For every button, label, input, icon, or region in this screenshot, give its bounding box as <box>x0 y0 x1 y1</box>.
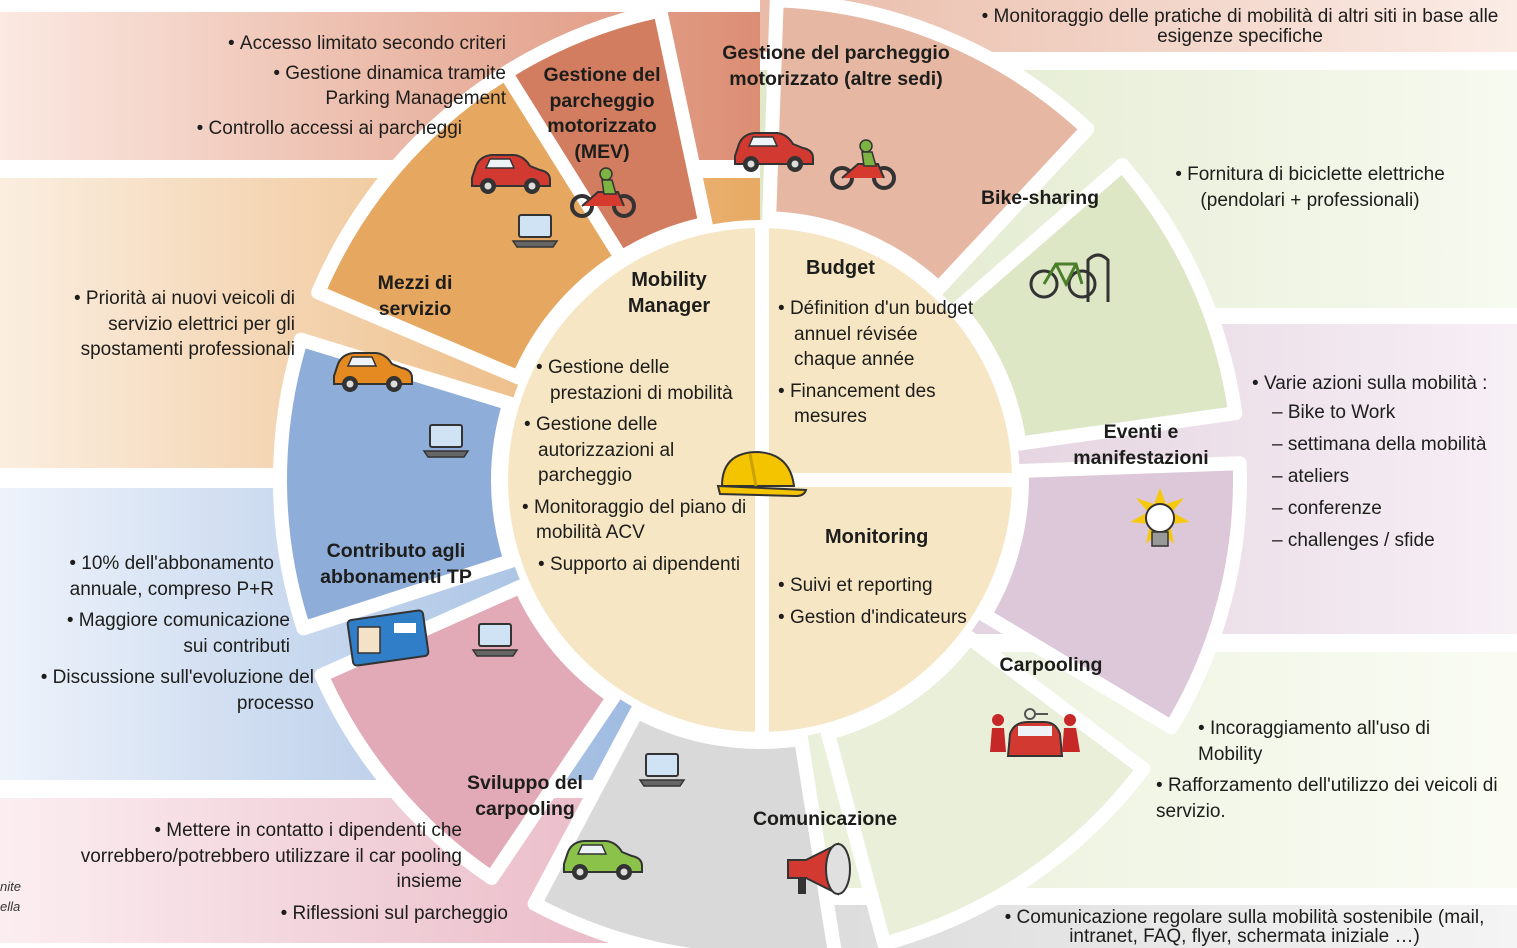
wheel-segment-events <box>977 456 1248 735</box>
notes-service-vehicles: Priorità ai nuovi veicoli di servizio el… <box>40 286 295 363</box>
segment-title-communication: Comunicazione <box>752 808 898 830</box>
electric-car-icon <box>333 352 413 392</box>
note-item: Gestione dinamica tramite Parking Manage… <box>90 61 506 112</box>
notes-parking-other: Monitoraggio delle pratiche di mobilità … <box>960 7 1517 47</box>
note-item: Mettere in contatto i dipendenti che vor… <box>60 818 508 895</box>
wheel-segment-carpooling <box>820 630 1151 948</box>
note-subitem: – conferenze <box>1272 497 1382 519</box>
note-item: Rafforzamento dell'utilizzo dei veicoli … <box>1156 773 1512 824</box>
note-subitem: – settimana della mobilità <box>1272 433 1487 455</box>
mobility-manager-item: Gestione delle prestazioni di mobilità <box>522 355 748 406</box>
note-item: Incoraggiamento all'uso di Mobility <box>1156 716 1458 767</box>
monitoring-items: Suivi et reporting Gestion d'indicateurs <box>778 573 978 630</box>
bicycle-icon <box>1029 253 1110 302</box>
laptop-icon <box>471 623 519 657</box>
monitoring-title: Monitoring <box>825 526 929 548</box>
note-item: Riflessioni sul parcheggio <box>60 901 508 927</box>
segment-title-service-vehicles: Mezzi di servizio <box>377 272 453 320</box>
segment-title-carpooling: Carpooling <box>999 654 1103 676</box>
note-subitem: – ateliers <box>1272 465 1350 487</box>
notes-carpooling: Incoraggiamento all'uso di Mobility Raff… <box>1156 716 1512 824</box>
budget-item: Définition d'un budget annuel révisée ch… <box>778 296 978 373</box>
note-item: Discussione sull'evoluzione del processo <box>30 665 314 716</box>
laptop-icon <box>422 424 470 458</box>
cropped-side-note: nite ella <box>0 879 21 914</box>
notes-parking-mev: Accesso limitato secondo criteri Gestion… <box>90 31 506 141</box>
notes-carpooling-development: Mettere in contatto i dipendenti che vor… <box>60 818 508 926</box>
monitoring-item: Suivi et reporting <box>778 573 978 599</box>
green-car-icon <box>563 840 643 880</box>
wheel-segment-parking-other <box>762 0 1095 296</box>
note-subitem: – challenges / sfide <box>1272 529 1435 551</box>
budget-title: Budget <box>806 257 875 279</box>
mobility-manager-item: Gestione delle autorizzazioni al parcheg… <box>524 412 748 489</box>
segment-title-events: Eventi e manifestazioni <box>1073 421 1209 469</box>
segment-title-parking-other: Gestione del parcheggio motorizzato (alt… <box>722 42 950 90</box>
note-subitem: – Bike to Work <box>1272 401 1396 423</box>
mobility-manager-item: Monitoraggio del piano di mobilità ACV <box>522 495 748 546</box>
monitoring-item: Gestion d'indicateurs <box>778 605 978 631</box>
notes-events: Varie azioni sulla mobilità : – Bike to … <box>1252 371 1514 557</box>
notes-tp-contribution: 10% dell'abbonamento annuale, compreso P… <box>30 551 314 716</box>
car-icon <box>471 154 551 194</box>
notes-bike-sharing: Fornitura di biciclette elettriche (pend… <box>1160 162 1460 213</box>
carpool-icon <box>990 708 1080 757</box>
note-item: Comunicazione regolare sulla mobilità so… <box>972 908 1517 946</box>
mobility-manager-item: Supporto ai dipendenti <box>524 552 748 578</box>
note-item: 10% dell'abbonamento annuale, compreso P… <box>30 551 314 602</box>
budget-items: Définition d'un budget annuel révisée ch… <box>778 296 978 430</box>
laptop-icon <box>638 753 686 787</box>
wheel-segment-service-vehicles <box>311 65 629 385</box>
mobility-manager-title: Mobility Manager <box>627 269 711 317</box>
lightbulb-icon <box>1130 488 1190 547</box>
wheel-segment-bike-sharing <box>950 158 1243 451</box>
segment-title-bike-sharing: Bike-sharing <box>980 187 1100 209</box>
note-item: Fornitura di biciclette elettriche (pend… <box>1160 162 1460 213</box>
note-item: Maggiore comunicazione sui contributi <box>30 608 314 659</box>
note-item: Priorità ai nuovi veicoli di servizio el… <box>40 286 295 363</box>
travel-card-icon <box>346 609 430 667</box>
megaphone-icon <box>787 842 851 896</box>
budget-item: Financement des mesures <box>778 379 978 430</box>
motorbike-icon <box>570 167 636 218</box>
car-icon <box>734 132 814 172</box>
laptop-icon <box>511 214 559 248</box>
segment-title-carpooling-development: Sviluppo del carpooling <box>467 772 583 820</box>
segment-title-tp-contribution: Contributo agli abbonamenti TP <box>320 540 472 588</box>
mobility-manager-items: Gestione delle prestazioni di mobilità G… <box>512 355 748 577</box>
wheel-segment-tp-contribution <box>273 332 518 636</box>
segment-title-parking-mev: Gestione del parcheggio motorizzato (MEV… <box>543 64 661 163</box>
note-item: Controllo accessi ai parcheggi <box>90 116 506 142</box>
notes-communication: Comunicazione regolare sulla mobilità so… <box>972 908 1517 946</box>
note-item: Varie azioni sulla mobilità : <box>1252 371 1514 397</box>
note-item: Monitoraggio delle pratiche di mobilità … <box>960 7 1517 47</box>
note-item: Accesso limitato secondo criteri <box>90 31 506 57</box>
wheel-segment-communication <box>527 704 842 948</box>
motorbike-icon <box>830 139 896 190</box>
